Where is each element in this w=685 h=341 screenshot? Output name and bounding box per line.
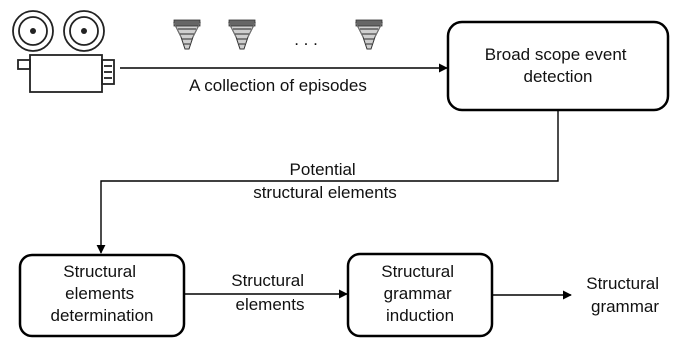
box-broad-scope-line-2: detection bbox=[524, 67, 593, 86]
label-potential-line-2: structural elements bbox=[253, 183, 397, 202]
box-determination-line-3: determination bbox=[50, 306, 153, 325]
ellipsis: . . . bbox=[294, 30, 318, 49]
movie-camera-icon bbox=[12, 10, 115, 93]
label-elements-line-1: Structural bbox=[231, 271, 304, 290]
box-induction-line-2: grammar bbox=[384, 284, 452, 303]
box-determination-text: Structural elements determination bbox=[50, 262, 153, 325]
label-output: Structural grammar bbox=[586, 274, 663, 316]
box-induction-line-3: induction bbox=[386, 306, 454, 325]
box-induction-text: Structural grammar induction bbox=[381, 262, 458, 325]
label-output-line-2: grammar bbox=[591, 297, 659, 316]
box-structural-grammar-induction bbox=[346, 252, 494, 338]
film-strip-icon bbox=[228, 19, 256, 50]
box-broad-scope-text: Broad scope event detection bbox=[485, 45, 632, 86]
box-determination-line-2: elements bbox=[65, 284, 134, 303]
label-elements-line-2: elements bbox=[236, 295, 305, 314]
label-episodes: A collection of episodes bbox=[189, 76, 367, 95]
arrow-detection-to-determination bbox=[96, 111, 559, 254]
box-broad-scope-detection bbox=[446, 20, 670, 112]
box-broad-scope-line-1: Broad scope event bbox=[485, 45, 627, 64]
film-strip-icon bbox=[355, 19, 383, 50]
film-strip-icon bbox=[173, 19, 201, 50]
label-potential: Potential structural elements bbox=[253, 160, 397, 202]
label-output-line-1: Structural bbox=[586, 274, 659, 293]
box-induction-line-1: Structural bbox=[381, 262, 454, 281]
box-structural-elements-determination bbox=[18, 253, 186, 338]
label-episodes-line-1: A collection of episodes bbox=[189, 76, 367, 95]
box-determination-line-1: Structural bbox=[63, 262, 136, 281]
label-elements: Structural elements bbox=[231, 271, 308, 314]
label-potential-line-1: Potential bbox=[290, 160, 356, 179]
